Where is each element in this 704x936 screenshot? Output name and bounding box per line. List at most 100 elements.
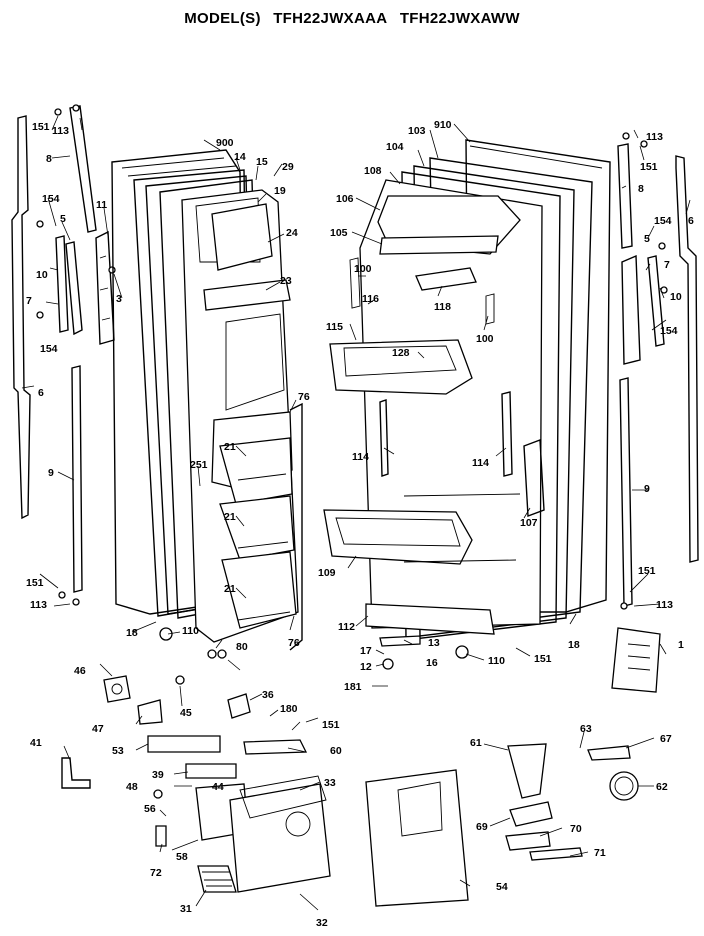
callout-151-br2: 151 [638,565,656,577]
callout-21-c: 21 [224,583,236,595]
callout-7-right: 7 [664,259,670,271]
callout-58: 58 [176,851,188,863]
callout-33: 33 [324,777,336,789]
title-prefix: MODEL(S) [184,10,261,27]
callout-21-a: 21 [224,441,236,453]
callout-8-right: 8 [638,183,644,195]
callout-6-left: 6 [38,387,44,399]
callout-110-right: 110 [488,655,505,667]
callout-128: 128 [392,347,410,359]
callout-36: 36 [262,689,274,701]
callout-110-left: 110 [182,625,199,637]
dispenser-parts [61,627,661,907]
callout-18-right: 18 [568,639,580,651]
callout-11: 11 [96,199,107,211]
callout-19: 19 [274,185,286,197]
callout-113-br: 113 [656,599,673,611]
callout-10-right: 10 [670,291,682,303]
callout-154-left-b: 154 [40,343,58,355]
fresh-food-door [323,139,611,641]
callout-32: 32 [316,917,328,929]
diagram-title: MODEL(S) TFH22JWXAAA TFH22JWXAWW [0,10,704,27]
callout-80: 80 [236,641,248,653]
callout-106: 106 [336,193,354,205]
callout-114-right: 114 [472,457,489,469]
callout-labels: 900 14 15 29 19 24 23 76 251 21 21 21 11… [26,119,694,929]
callout-114-left: 114 [352,451,369,463]
callout-151-tr: 151 [640,161,658,173]
callout-56: 56 [144,803,156,815]
right-trim-parts [617,132,699,610]
callout-76-top: 76 [298,391,310,403]
callout-24: 24 [286,227,298,239]
callout-69: 69 [476,821,488,833]
callout-104: 104 [386,141,404,153]
callout-67: 67 [660,733,672,745]
callout-251: 251 [190,459,208,471]
callout-154-right-a: 154 [654,215,672,227]
callout-17: 17 [360,645,372,657]
callout-6-right: 6 [688,215,694,227]
callout-116: 116 [362,293,379,305]
callout-44: 44 [212,781,224,793]
callout-13: 13 [428,637,440,649]
callout-154-right-b: 154 [660,325,678,337]
callout-181: 181 [344,681,362,693]
callout-5-left: 5 [60,213,66,225]
callout-70: 70 [570,823,582,835]
callout-60: 60 [330,745,342,757]
left-trim-parts [11,104,116,606]
callout-113-tr: 113 [646,131,663,143]
callout-16: 16 [426,657,438,669]
callout-72: 72 [150,867,162,879]
title-model-1: TFH22JWXAAA [273,10,388,27]
callout-10-left: 10 [36,269,48,281]
callout-12: 12 [360,661,372,673]
callout-3: 3 [116,293,122,305]
callout-47: 47 [92,723,104,735]
callout-103: 103 [408,125,426,137]
callout-14: 14 [234,151,246,163]
callout-53: 53 [112,745,124,757]
callout-23: 23 [280,275,292,287]
callout-39: 39 [152,769,164,781]
callout-48: 48 [126,781,138,793]
callout-46: 46 [74,665,86,677]
callout-154-left-a: 154 [42,193,60,205]
callout-9-right: 9 [644,483,650,495]
callout-108: 108 [364,165,382,177]
callout-151-tl: 151 [32,121,50,133]
callout-100-right: 100 [476,333,494,345]
callout-61: 61 [470,737,482,749]
callout-180: 180 [280,703,298,715]
callout-1: 1 [678,639,684,651]
callout-910: 910 [434,119,452,131]
callout-105: 105 [330,227,348,239]
callout-151-bl: 151 [26,577,44,589]
callout-113-tl: 113 [52,125,69,137]
callout-9-left: 9 [48,467,54,479]
callout-151-br: 151 [534,653,552,665]
callout-15: 15 [256,156,268,168]
callout-112: 112 [338,621,355,633]
callout-107: 107 [520,517,538,529]
callout-8-left: 8 [46,153,52,165]
callout-71: 71 [594,847,606,859]
leader-lines [21,115,691,911]
callout-18-left: 18 [126,627,138,639]
callout-45: 45 [180,707,192,719]
callout-31: 31 [180,903,192,915]
callout-7-left: 7 [26,295,32,307]
callout-29: 29 [282,161,294,173]
callout-54: 54 [496,881,508,893]
callout-109: 109 [318,567,336,579]
callout-21-b: 21 [224,511,236,523]
callout-62: 62 [656,781,668,793]
callout-63: 63 [580,723,592,735]
freezer-door [111,149,303,651]
callout-118: 118 [434,301,451,313]
callout-100-left: 100 [354,263,372,275]
callout-41: 41 [30,737,42,749]
callout-900: 900 [216,137,234,149]
